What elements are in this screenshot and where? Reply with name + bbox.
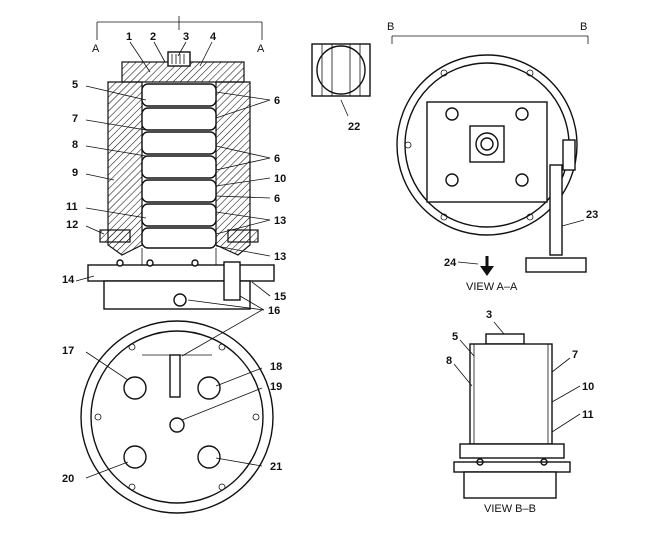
callout-b7: 7 [572, 349, 578, 361]
callout-22: 22 [348, 121, 360, 133]
sectional-view-assembly [87, 51, 275, 310]
callout-17: 17 [62, 345, 74, 357]
callout-4: 4 [210, 31, 217, 43]
callout-b8: 8 [446, 355, 452, 367]
section-line-a: A A [92, 16, 265, 55]
view-arrow-icon [480, 256, 494, 276]
callout-20: 20 [62, 473, 74, 485]
callout-13a: 13 [274, 215, 286, 227]
base-plate-view [80, 309, 274, 514]
section-label-b-left: B [387, 21, 394, 33]
callout-1: 1 [126, 31, 132, 43]
view-b-label: VIEW B–B [484, 503, 536, 515]
callouts-base: 17 18 19 20 21 [62, 345, 282, 485]
leader-lines-base [85, 351, 263, 479]
callout-9: 9 [72, 167, 78, 179]
callout-24: 24 [444, 257, 457, 269]
callouts-sectional: 1 2 3 4 5 6 7 8 6 9 10 6 11 13 12 13 14 … [62, 31, 286, 317]
callout-3: 3 [183, 31, 189, 43]
callout-7: 7 [72, 113, 78, 125]
callout-19: 19 [270, 381, 282, 393]
callout-18: 18 [270, 361, 282, 373]
spring-icon [171, 54, 185, 64]
callout-b3: 3 [486, 309, 492, 321]
leader-lines-sectional [75, 41, 271, 311]
callout-6c: 6 [274, 193, 280, 205]
callout-13b: 13 [274, 251, 286, 263]
callout-b5: 5 [452, 331, 458, 343]
section-line-b: B B [387, 21, 589, 44]
callout-11: 11 [66, 201, 78, 213]
callout-23: 23 [586, 209, 598, 221]
callout-6a: 6 [274, 95, 280, 107]
callouts-view-b: 3 5 8 7 10 11 [446, 309, 594, 421]
coil-stack [141, 83, 217, 249]
section-label-a-left: A [92, 43, 100, 55]
section-label-a-right: A [257, 43, 265, 55]
callout-10: 10 [274, 173, 286, 185]
callout-16: 16 [268, 305, 280, 317]
callout-8: 8 [72, 139, 78, 151]
view-b-b [453, 321, 581, 499]
callout-2: 2 [150, 31, 156, 43]
callout-b11: 11 [582, 409, 594, 421]
callout-21: 21 [270, 461, 282, 473]
callout-12: 12 [66, 219, 78, 231]
view-a-label: VIEW A–A [466, 281, 518, 293]
callout-6b: 6 [274, 153, 280, 165]
callout-14: 14 [62, 274, 75, 286]
detail-view-22: 22 [311, 43, 371, 133]
section-label-b-right: B [580, 21, 587, 33]
callout-5: 5 [72, 79, 78, 91]
callout-b10: 10 [582, 381, 594, 393]
view-a-a: 23 24 VIEW A–A [396, 54, 598, 293]
callout-15: 15 [274, 291, 286, 303]
